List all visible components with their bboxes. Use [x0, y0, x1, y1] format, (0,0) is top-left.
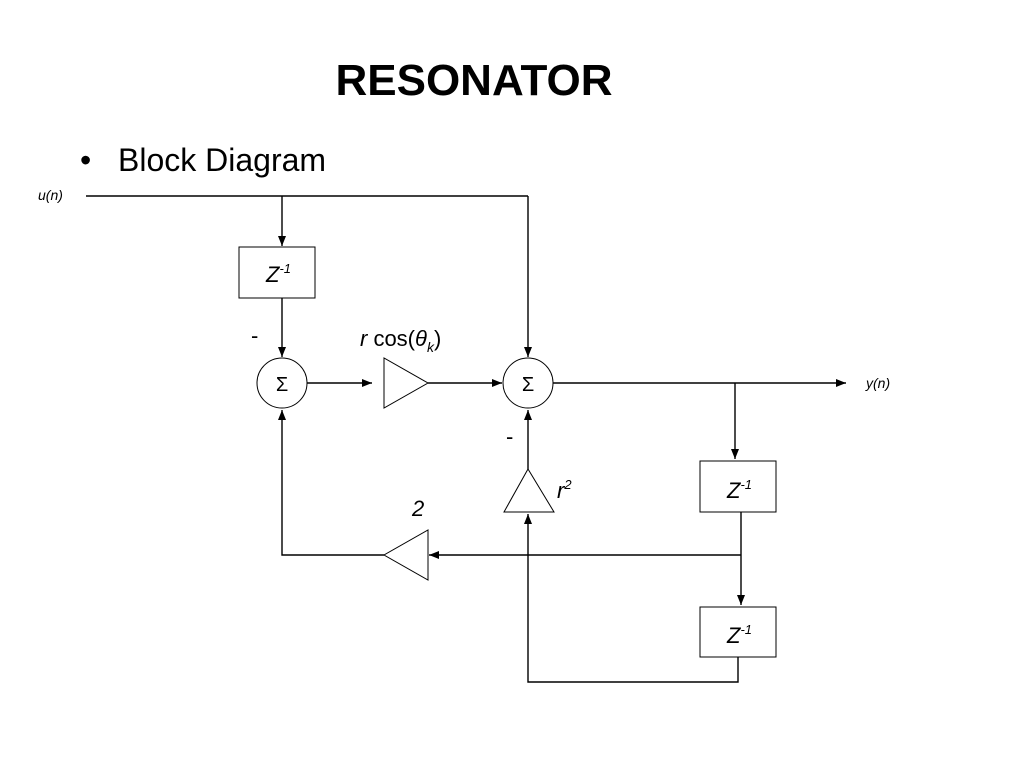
gain-r2-base: r [557, 478, 566, 503]
gain-theta: θ [415, 326, 427, 351]
gain-block-two: 2 [382, 496, 429, 581]
delay-exp: -1 [740, 477, 752, 492]
svg-text:r2: r2 [557, 477, 572, 503]
gain2-to-sum1-arrow [278, 410, 384, 556]
delay3-to-gain-r2-arrow [524, 514, 739, 683]
gain-block-r2: r2 [503, 468, 572, 513]
delay-base: Z [726, 623, 742, 648]
bullet-item: • Block Diagram [80, 142, 326, 179]
output-label: y(n) [865, 375, 890, 391]
delay-base: Z [726, 478, 742, 503]
input-signal: u(n) [38, 187, 532, 357]
sum-symbol-1: Σ [276, 374, 288, 396]
delay-block-output-2: Z-1 [699, 606, 777, 658]
summing-junction-2: Σ [502, 357, 554, 409]
gain-cos-func: cos( [367, 326, 415, 351]
summing-junction-1: Σ [256, 357, 308, 409]
gain-two-label: 2 [411, 496, 424, 521]
bullet-marker: • [80, 142, 92, 178]
svg-text:Z-1: Z-1 [726, 477, 752, 503]
svg-text:Z-1: Z-1 [265, 261, 291, 287]
minus-sign-sum2: - [506, 424, 513, 449]
delay-exp: -1 [279, 261, 291, 276]
delay-base: Z [265, 262, 281, 287]
sum-symbol-2: Σ [522, 374, 534, 396]
minus-sign-sum1: - [251, 323, 258, 348]
gain-sub-k: k [427, 339, 435, 355]
input-label: u(n) [38, 187, 63, 203]
svg-text:r cos(θk): r cos(θk) [360, 326, 441, 355]
slide-title: RESONATOR [335, 56, 613, 105]
bullet-text: Block Diagram [118, 142, 327, 178]
delay-block-input: Z-1 [238, 246, 316, 299]
delay-block-output-1: Z-1 [699, 460, 777, 513]
gain-r2-exp: 2 [563, 477, 572, 492]
svg-text:Z-1: Z-1 [726, 622, 752, 648]
gain-close: ) [434, 326, 441, 351]
gain-block-rcos: r cos(θk) [360, 326, 441, 409]
gain-r: r [360, 326, 369, 351]
delay-exp: -1 [740, 622, 752, 637]
